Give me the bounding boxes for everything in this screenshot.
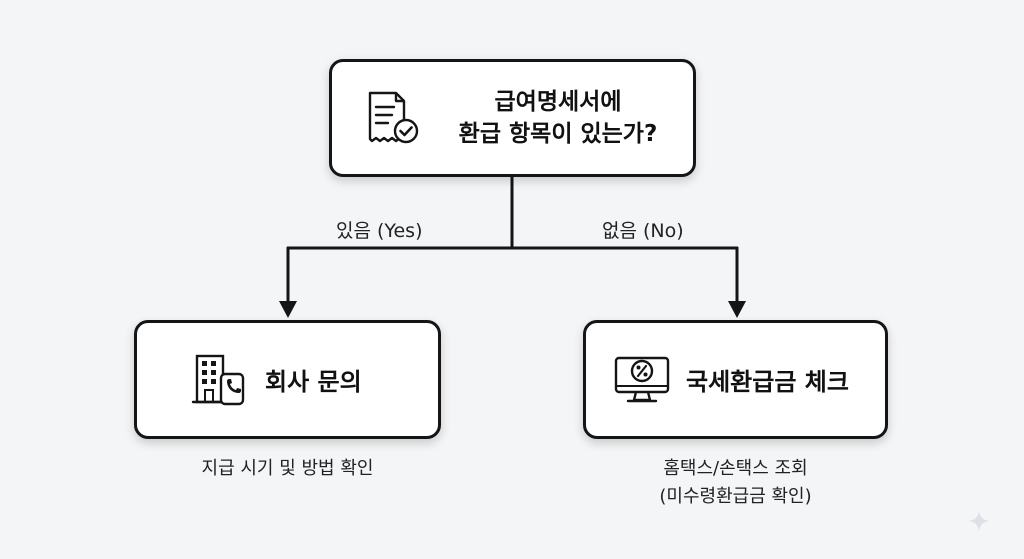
national-tax-refund-caption: 홈택스/손택스 조회 (미수령환급금 확인)	[583, 455, 888, 511]
decision-question: 급여명세서에 환급 항목이 있는가?	[438, 86, 678, 150]
national-tax-refund-node: 국세환급금 체크	[583, 320, 888, 439]
national-tax-refund-title: 국세환급금 체크	[686, 368, 849, 396]
receipt-check-icon	[368, 91, 419, 144]
decision-node: 급여명세서에 환급 항목이 있는가?	[329, 59, 696, 177]
tax-caption-line-1: 홈택스/손택스 조회	[663, 458, 808, 479]
company-inquiry-node: 회사 문의	[134, 320, 441, 439]
building-phone-icon	[191, 354, 245, 405]
decision-line-1: 급여명세서에	[494, 89, 622, 115]
company-inquiry-title: 회사 문의	[265, 368, 362, 396]
company-inquiry-caption: 지급 시기 및 방법 확인	[201, 458, 374, 479]
edge-label-yes: 있음 (Yes)	[336, 220, 423, 242]
monitor-percent-icon	[614, 356, 670, 402]
arrowhead-right	[728, 301, 746, 318]
edge-label-no: 없음 (No)	[602, 220, 684, 242]
tax-caption-line-2: (미수령환급금 확인)	[659, 486, 812, 507]
decision-line-2: 환급 항목이 있는가?	[458, 121, 658, 147]
sparkle-icon	[969, 511, 989, 531]
arrowhead-left	[279, 301, 297, 318]
